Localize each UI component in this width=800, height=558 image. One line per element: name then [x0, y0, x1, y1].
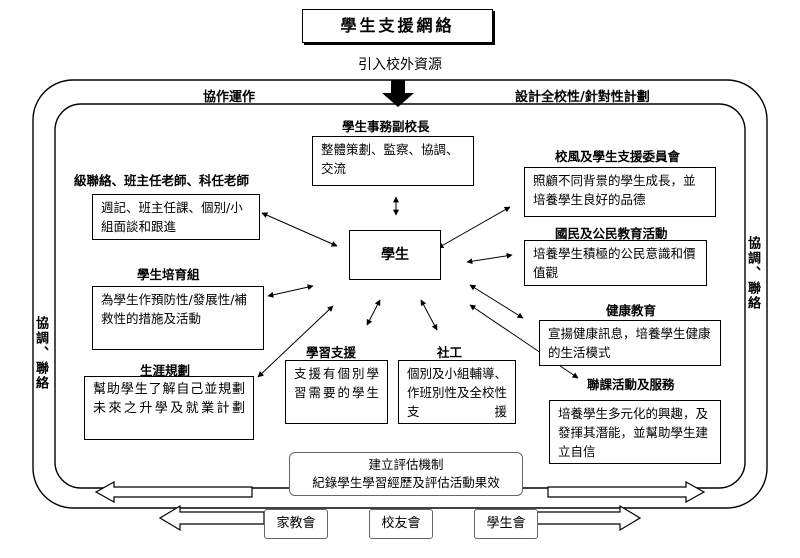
link-learning — [366, 299, 381, 326]
learning-title: 學習支援 — [306, 345, 357, 360]
link-career — [257, 305, 334, 378]
label-top-right: 設計全校性/針對性計劃 — [515, 90, 650, 105]
learning-box: 支援有個別學習需要的學生 — [285, 360, 388, 424]
bottom-alumni: 校友會 — [381, 516, 421, 531]
learning-text: 支援有個別學習需要的學生 — [294, 366, 379, 400]
civic-title: 國民及公民教育活動 — [555, 226, 668, 241]
title-box: 學生支援網絡 — [302, 9, 493, 43]
guidance-box: 為學生作預防性/發展性/補救性的措施及活動 — [92, 286, 264, 350]
social-title: 社工 — [437, 345, 463, 360]
bottom-pta: 家教會 — [276, 516, 316, 531]
teachers-box: 週記、班主任課、個別/小組面談和跟進 — [92, 194, 260, 240]
diagram-title: 學生支援網絡 — [340, 16, 455, 35]
career-text: 幫助學生了解自己並規劃未來之升學及就業計劃 — [93, 382, 245, 416]
vice-principal-title: 學生事務副校長 — [342, 119, 430, 134]
guidance-text: 為學生作預防性/發展性/補救性的措施及活動 — [101, 292, 247, 326]
bottom-alumni-box: 校友會 — [369, 509, 433, 539]
center-student-box: 學生 — [349, 230, 441, 280]
link-committee — [437, 206, 511, 249]
label-top-left: 協作運作 — [203, 90, 256, 105]
link-social — [420, 299, 438, 331]
eca-text: 培養學生多元化的興趣，及發揮其潛能，並幫助學生建立自信 — [558, 406, 709, 459]
guidance-title: 學生培育組 — [137, 267, 200, 282]
subtitle: 引入校外資源 — [358, 57, 442, 73]
committee-text: 照顧不同背景的學生成長，並培養學生良好的品德 — [533, 173, 696, 207]
health-title: 健康教育 — [606, 303, 657, 318]
health-text: 宣揚健康訊息，培養學生健康的生活模式 — [548, 326, 711, 360]
link-civic — [466, 252, 513, 265]
health-box: 宣揚健康訊息，培養學生健康的生活模式 — [539, 320, 721, 366]
link-health — [469, 284, 524, 319]
eca-box: 培養學生多元化的興趣，及發揮其潛能，並幫助學生建立自信 — [549, 400, 721, 464]
career-box: 幫助學生了解自己並規劃未來之升學及就業計劃 — [84, 376, 254, 440]
evaluation-line1: 建立評估機制 — [368, 457, 444, 472]
evaluation-line2: 紀錄學生學習經歷及評估活動果效 — [312, 475, 500, 490]
bottom-pta-box: 家教會 — [264, 509, 328, 539]
bottom-student-union: 學生會 — [486, 516, 526, 531]
down-arrow — [382, 80, 414, 107]
label-side-left: 協調、聯絡 — [33, 316, 48, 391]
link-guidance — [267, 284, 314, 298]
evaluation-box: 建立評估機制 紀錄學生學習經歷及評估活動果效 — [289, 452, 523, 496]
teachers-title: 級聯絡、班主任老師、科任老師 — [74, 173, 250, 188]
hollow-arrow-left — [94, 480, 253, 504]
vice-principal-text: 整體策劃、監察、協調、交流 — [321, 142, 459, 176]
vice-principal-box: 整體策劃、監察、協調、交流 — [312, 136, 474, 186]
bottom-student-union-box: 學生會 — [474, 509, 538, 539]
social-box: 個別及小組輔導、作班別性及全校性支援 — [398, 360, 516, 424]
hollow-arrow-bottom-left — [158, 504, 265, 532]
label-side-right: 協調、聯絡 — [745, 236, 760, 311]
center-student: 學生 — [381, 247, 409, 263]
social-text: 個別及小組輔導、作班別性及全校性支援 — [407, 366, 508, 419]
civic-text: 培養學生積極的公民意識和價值觀 — [533, 246, 696, 280]
eca-title: 聯課活動及服務 — [587, 377, 675, 392]
committee-title: 校風及學生支援委員會 — [555, 149, 681, 164]
committee-box: 照顧不同背景的學生成長，並培養學生良好的品德 — [524, 167, 716, 217]
link-teachers — [261, 212, 338, 247]
hollow-arrow-bottom-right — [535, 504, 642, 532]
hollow-arrow-right — [547, 480, 706, 504]
career-title: 生涯規劃 — [140, 363, 191, 378]
teachers-text: 週記、班主任課、個別/小組面談和跟進 — [101, 200, 243, 234]
civic-box: 培養學生積極的公民意識和價值觀 — [524, 240, 707, 286]
